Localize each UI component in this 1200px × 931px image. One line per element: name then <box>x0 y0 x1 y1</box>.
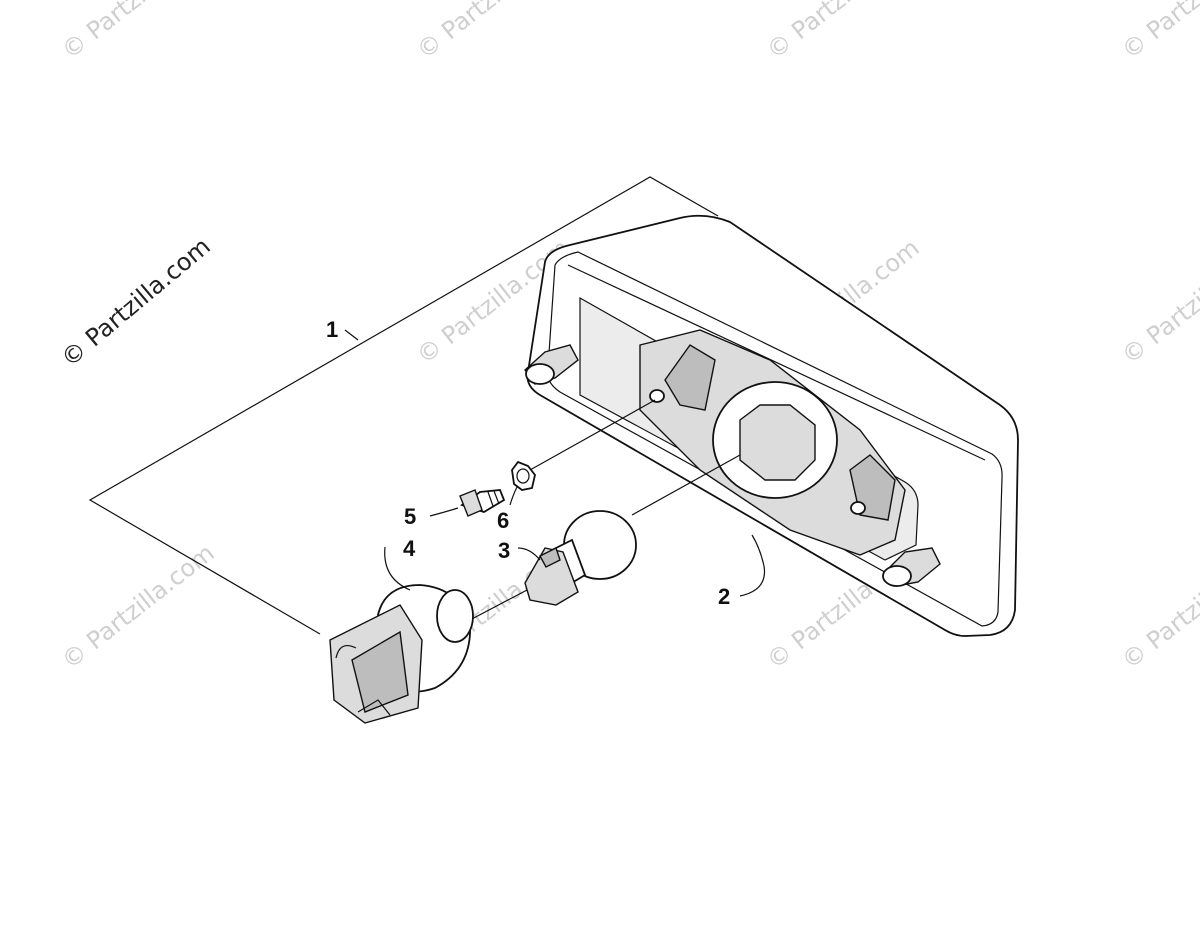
screw <box>459 489 506 517</box>
bulb <box>524 510 637 606</box>
watermark-faint: © Partzilla.com <box>56 0 219 65</box>
watermark-faint: © Partzilla.com <box>1116 0 1200 65</box>
watermark-faint: © Partzilla.com <box>411 0 574 65</box>
callout-5: 5 <box>404 504 416 529</box>
callout-4: 4 <box>403 536 416 561</box>
leader-lines <box>469 399 741 621</box>
callout-2: 2 <box>718 584 730 609</box>
watermark-faint: © Partzilla.com <box>1116 234 1200 370</box>
assembly-bracket <box>88 176 719 635</box>
socket <box>329 584 474 724</box>
callout-leaders <box>344 329 766 597</box>
lock-washer <box>511 460 536 491</box>
watermark-faint: © Partzilla.com <box>1116 539 1200 675</box>
callout-6: 6 <box>497 508 509 533</box>
watermark-faint: © Partzilla.com <box>761 0 924 65</box>
callout-1: 1 <box>326 317 338 342</box>
watermark-main: © Partzilla.com <box>56 232 216 372</box>
taillight-housing <box>524 214 1019 637</box>
callout-3: 3 <box>498 538 510 563</box>
watermark-faint: © Partzilla.com <box>56 539 219 675</box>
callout-labels: 1 2 3 4 5 6 <box>326 317 730 609</box>
